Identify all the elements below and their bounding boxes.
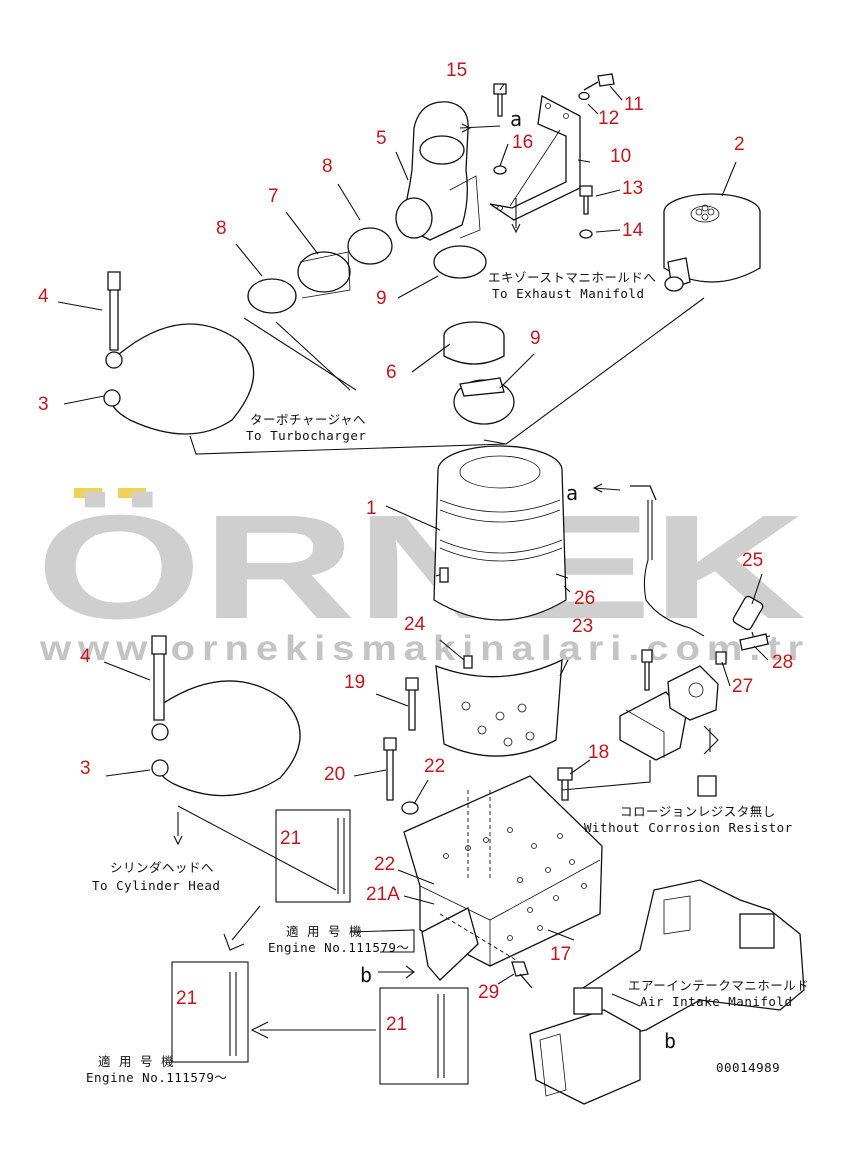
callout-25: 25 xyxy=(742,550,763,571)
band-clamp-upper xyxy=(103,271,255,435)
caption-engine-jp-1: 適 用 号 機 xyxy=(286,924,362,939)
part-17-plate xyxy=(403,775,603,981)
caption-exhaust-en: To Exhaust Manifold xyxy=(492,286,645,301)
ref-b-right: b xyxy=(664,1029,676,1053)
callout-numbers: 1 2 3 3 4 4 5 6 7 8 8 9 9 10 11 12 13 14… xyxy=(38,60,793,1035)
bolts-19-20-22 xyxy=(383,677,573,989)
callout-17: 17 xyxy=(550,944,571,965)
callout-29: 29 xyxy=(478,982,499,1003)
caption-engine-en-1: Engine No.111579～ xyxy=(268,940,409,955)
leader-lines xyxy=(189,123,705,455)
clamps-upper xyxy=(247,227,515,425)
callout-11: 11 xyxy=(624,94,644,115)
captions: エキゾーストマニホールドへ To Exhaust Manifold ターボチャー… xyxy=(86,270,809,1085)
callout-22-upper: 22 xyxy=(424,756,445,777)
caption-engine-jp-2: 適 用 号 機 xyxy=(98,1054,174,1069)
part-2-cap xyxy=(663,193,761,292)
callout-6: 6 xyxy=(386,362,397,383)
ref-a-top: a xyxy=(510,107,522,131)
band-clamp-lower xyxy=(151,635,301,797)
callout-13: 13 xyxy=(622,178,643,199)
part-23-shroud xyxy=(435,655,563,757)
callout-2: 2 xyxy=(734,134,745,155)
callout-9-lower: 9 xyxy=(530,328,541,349)
callout-27: 27 xyxy=(732,676,753,697)
callout-8-left: 8 xyxy=(216,218,227,239)
detail-box-upper xyxy=(275,809,351,903)
callout-3-lower: 3 xyxy=(80,758,91,779)
air-intake-manifold xyxy=(529,879,805,1105)
caption-engine-en-2: Engine No.111579～ xyxy=(86,1070,227,1085)
detail-boxes xyxy=(171,805,469,1085)
callout-12: 12 xyxy=(598,108,619,129)
ref-a-mid: a xyxy=(566,481,578,505)
drawing-number: 00014989 xyxy=(716,1060,780,1075)
caption-turbo-en: To Turbocharger xyxy=(246,428,366,443)
callout-7: 7 xyxy=(268,186,279,207)
callout-24: 24 xyxy=(404,614,426,635)
callout-5: 5 xyxy=(376,128,387,149)
watermark: ÖRNEK www.ornekismakinalari.com.tr xyxy=(36,485,806,668)
caption-corrosion-en: Without Corrosion Resistor xyxy=(584,820,793,835)
ref-b-left: b xyxy=(360,963,372,987)
callout-23: 23 xyxy=(572,616,593,637)
sensor-hose xyxy=(630,485,771,647)
part-5-elbow xyxy=(395,101,481,241)
part-27-bracket xyxy=(561,633,769,797)
callout-19: 19 xyxy=(344,672,365,693)
callout-21-right: 21 xyxy=(386,1014,407,1035)
callout-21-left: 21 xyxy=(176,988,197,1009)
detail-box-right xyxy=(379,987,469,1085)
callout-20: 20 xyxy=(324,764,345,785)
part-1-body xyxy=(433,445,569,621)
reference-letters: a a b b xyxy=(360,107,676,1053)
detail-box-left xyxy=(171,961,249,1063)
callout-9-upper: 9 xyxy=(376,288,387,309)
callout-14: 14 xyxy=(622,220,644,241)
watermark-brand: ÖRNEK xyxy=(36,485,806,650)
caption-corrosion-jp: コロージョンレジスタ無し xyxy=(620,804,776,819)
callout-16: 16 xyxy=(512,132,533,153)
callout-21A: 21A xyxy=(366,884,400,905)
caption-cylinder-jp: シリンダヘッドへ xyxy=(110,860,214,875)
umlaut-right xyxy=(118,488,146,498)
callout-22-lower: 22 xyxy=(374,854,395,875)
callout-18: 18 xyxy=(588,742,609,763)
callout-26: 26 xyxy=(574,588,595,609)
part-10-bracket xyxy=(489,94,581,221)
callout-4-upper: 4 xyxy=(38,286,49,307)
caption-intake-jp: エアーインテークマニホールド xyxy=(628,978,809,993)
callout-8-upper: 8 xyxy=(322,156,333,177)
caption-intake-en: Air Intake Manifold xyxy=(640,994,793,1009)
callout-3-upper: 3 xyxy=(38,394,49,415)
callout-10: 10 xyxy=(610,146,631,167)
callout-15: 15 xyxy=(446,60,467,81)
caption-exhaust-jp: エキゾーストマニホールドへ xyxy=(488,270,656,285)
callout-4-lower: 4 xyxy=(80,646,91,667)
umlaut-left xyxy=(74,488,102,498)
callout-1: 1 xyxy=(366,498,377,519)
callout-21-upper: 21 xyxy=(280,828,301,849)
callout-28: 28 xyxy=(772,652,793,673)
caption-turbo-jp: ターボチャージャへ xyxy=(250,412,366,427)
callout-leaders xyxy=(57,83,769,985)
small-fasteners-top xyxy=(493,73,615,239)
caption-cylinder-en: To Cylinder Head xyxy=(92,878,220,893)
